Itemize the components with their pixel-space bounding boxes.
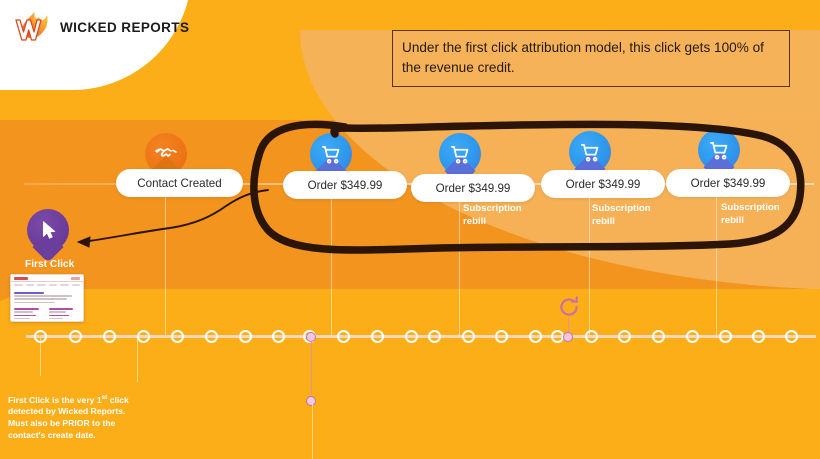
guide-line-lower — [312, 404, 314, 459]
guide-line-extra-1 — [137, 336, 139, 382]
handshake-icon — [145, 133, 187, 175]
event-label-text: Order $349.99 — [307, 178, 383, 192]
event-label-order-4[interactable]: Order $349.99 — [666, 169, 790, 197]
timeline-pink-dot[interactable] — [563, 332, 573, 342]
annotation-text: Under the first click attribution model,… — [402, 40, 764, 75]
guide-line-order-2 — [459, 196, 461, 336]
landing-page-thumbnail[interactable] — [10, 274, 84, 322]
caption-line-3: Must also be PRIOR to the — [8, 418, 116, 429]
pin-contact-created[interactable] — [145, 133, 187, 187]
timeline-pink-dot-lower[interactable] — [306, 396, 316, 406]
timeline-node[interactable] — [272, 330, 285, 343]
timeline-node[interactable] — [205, 330, 218, 343]
annotation-text-box: Under the first click attribution model,… — [392, 30, 790, 87]
event-label-order-2[interactable]: Order $349.99 — [411, 174, 535, 202]
timeline-node[interactable] — [171, 330, 184, 343]
caption-line-2: detected by Wicked Reports. — [8, 406, 126, 417]
thumbnail-columns — [11, 308, 83, 320]
timeline-node[interactable] — [618, 330, 631, 343]
shopping-cart-icon — [569, 131, 611, 173]
timeline-pink-dot[interactable] — [306, 332, 316, 342]
timeline-node[interactable] — [428, 330, 441, 343]
flame-w-logo-icon — [8, 6, 54, 48]
first-click-caption: First Click is the very 1st click detect… — [8, 392, 184, 441]
shopping-cart-icon — [310, 133, 352, 175]
caption-ordinal: st — [101, 394, 108, 401]
shopping-cart-icon — [439, 133, 481, 175]
timeline-node[interactable] — [785, 330, 798, 343]
event-label-text: Order $349.99 — [435, 181, 511, 195]
caption-line-4: contact's create date. — [8, 429, 96, 440]
event-sublabel-order-3: Subscription rebill — [592, 203, 651, 227]
guide-line-order-4 — [716, 196, 718, 336]
event-label-order-3[interactable]: Order $349.99 — [541, 170, 665, 198]
recurring-connector-line — [568, 318, 570, 336]
brand-logo: WICKED REPORTS — [8, 4, 190, 50]
timeline-node[interactable] — [585, 330, 598, 343]
shopping-cart-icon — [698, 129, 740, 171]
timeline-node[interactable] — [686, 330, 699, 343]
thumbnail-titlebar — [11, 275, 83, 282]
first-click-label: First Click — [25, 259, 75, 270]
timeline-node[interactable] — [337, 330, 350, 343]
pin-first-click[interactable] — [27, 209, 69, 263]
event-label-text: Contact Created — [137, 176, 222, 190]
timeline-node[interactable] — [239, 330, 252, 343]
event-sublabel-order-2: Subscription rebill — [463, 203, 522, 227]
timeline-node[interactable] — [405, 330, 418, 343]
caption-line-1-end: click — [107, 394, 129, 405]
event-label-text: Order $349.99 — [565, 177, 641, 191]
pink-drop-line — [311, 342, 313, 400]
timeline-node[interactable] — [652, 330, 665, 343]
timeline-node[interactable] — [719, 330, 732, 343]
timeline-node[interactable] — [371, 330, 384, 343]
timeline-node[interactable] — [752, 330, 765, 343]
timeline-node[interactable] — [529, 330, 542, 343]
timeline-node[interactable] — [103, 330, 116, 343]
thumbnail-navbar — [14, 284, 80, 289]
background-lower-blob — [0, 289, 820, 459]
event-sublabel-order-4: Subscription rebill — [721, 202, 780, 226]
guide-line-order-3 — [589, 196, 591, 336]
brand-name: WICKED REPORTS — [60, 19, 190, 35]
guide-line-firstclick — [40, 336, 42, 376]
caption-line-1: First Click is the very 1 — [8, 394, 102, 405]
timeline-node[interactable] — [69, 330, 82, 343]
event-label-order-1[interactable]: Order $349.99 — [283, 171, 407, 199]
event-label-text: Order $349.99 — [690, 176, 766, 190]
dot-chain-line — [26, 335, 816, 338]
guide-line-contact — [165, 196, 167, 336]
timeline-node[interactable] — [462, 330, 475, 343]
timeline-node[interactable] — [34, 330, 47, 343]
timeline-node[interactable] — [495, 330, 508, 343]
thumbnail-body — [11, 289, 83, 306]
guide-line-order-1 — [331, 196, 333, 336]
timeline-node[interactable] — [137, 330, 150, 343]
refresh-circular-arrow-icon[interactable] — [556, 294, 582, 320]
cursor-pointer-icon — [27, 209, 69, 251]
